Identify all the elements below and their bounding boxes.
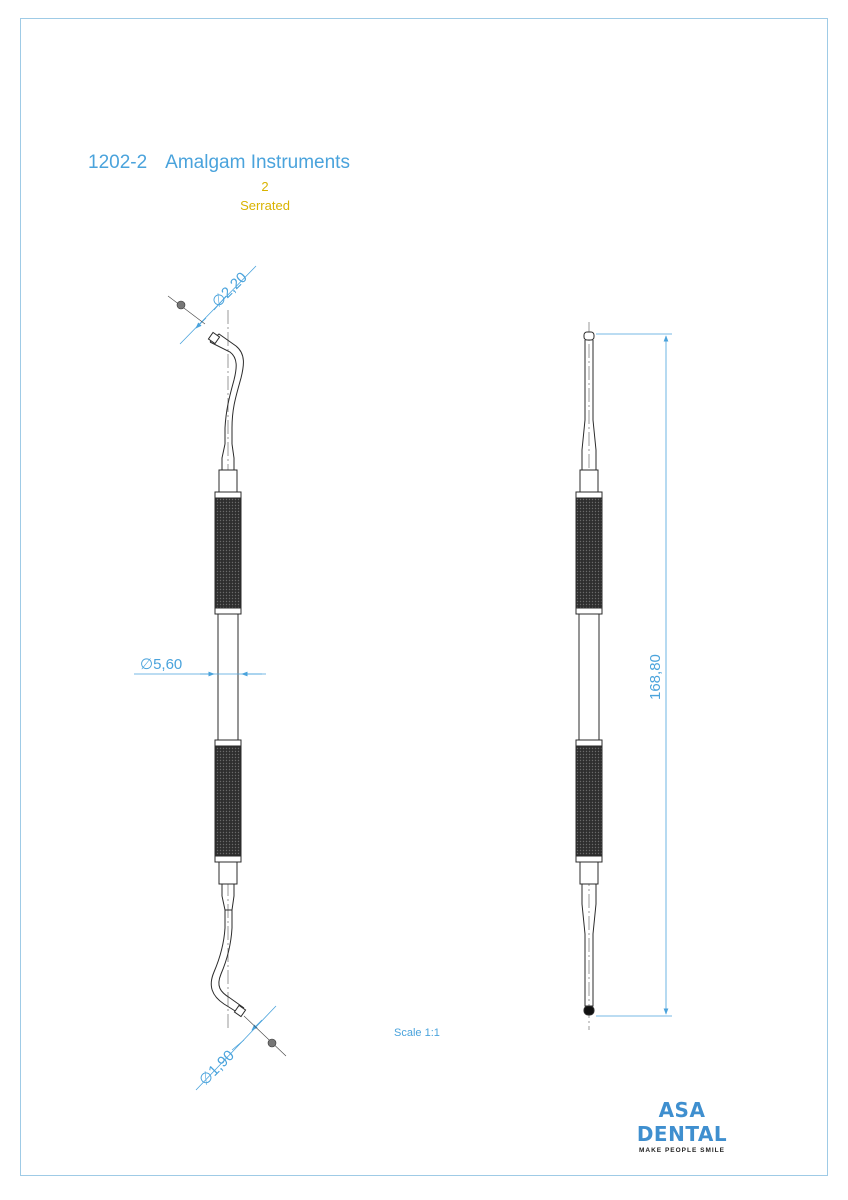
marker-dot-bottom (267, 1038, 277, 1048)
tip-type: Serrated (240, 198, 290, 213)
brand-tagline: MAKE PEOPLE SMILE (639, 1147, 725, 1154)
drawing-frame (20, 18, 828, 1176)
dimension-tip-bottom (195, 1005, 277, 1091)
front-lower-grip (214, 745, 242, 857)
handle-diameter-label: ∅5,60 (140, 656, 182, 673)
brand-name: ASA DENTAL (636, 1098, 728, 1146)
dimension-overall-length (596, 333, 672, 1017)
tip-top-diameter-label: ∅2,20 (209, 269, 251, 311)
leader-line-bottom (243, 1015, 287, 1057)
page-title: 1202-2 Amalgam Instruments (88, 152, 350, 174)
front-upper-grip (214, 497, 242, 609)
brand-logo: ASA DENTAL MAKE PEOPLE SMILE (612, 1098, 752, 1154)
instrument-side-view (575, 322, 603, 1030)
instrument-size: 2 (261, 179, 269, 194)
side-upper-grip (575, 497, 603, 609)
product-name: Amalgam Instruments (165, 152, 350, 173)
dimension-tip-top (179, 265, 257, 345)
leader-line-top (167, 295, 206, 325)
instrument-front-view (207, 310, 247, 1030)
product-code: 1202-2 (88, 152, 148, 173)
tip-bottom-diameter-label: ∅1,90 (196, 1047, 238, 1089)
scale-label: Scale 1:1 (394, 1027, 440, 1039)
marker-dot-top (176, 300, 186, 310)
overall-length-label: 168,80 (647, 654, 664, 700)
side-lower-grip (575, 745, 603, 857)
